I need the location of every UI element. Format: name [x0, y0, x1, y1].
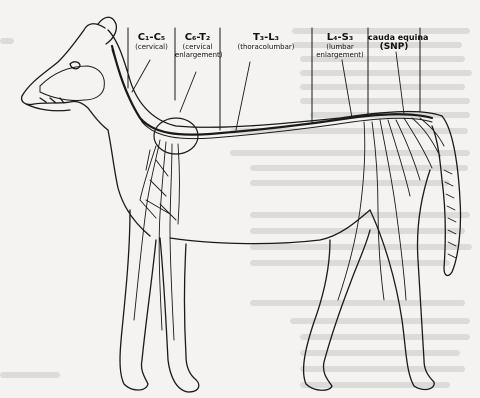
region-title: C₁-C₅ — [128, 32, 175, 43]
region-title: T₃-L₃ — [220, 32, 312, 43]
dog-belly-outline — [170, 210, 370, 244]
region-label-cauda-equina: cauda equina (SNP) — [368, 32, 420, 51]
brachial-plexus-nerves — [134, 140, 180, 340]
region-label-cervical: C₁-C₅ (cervical) — [128, 32, 175, 51]
region-label-cervical-enlargement: C₆-T₂ (cervical enlargement) — [175, 32, 220, 59]
dog-hind-leg-right — [370, 170, 434, 389]
dog-head-outline — [22, 24, 108, 130]
region-label-lumbar-enlargement: L₄-S₃ (lumbar enlargement) — [312, 32, 368, 59]
region-title: L₄-S₃ — [312, 32, 368, 43]
region-label-thoracolumbar: T₃-L₃ (thoracolumbar) — [220, 32, 312, 51]
dog-skull — [40, 66, 104, 101]
region-subtitle: (lumbar enlargement) — [312, 43, 368, 59]
dog-tail — [432, 116, 461, 275]
region-subtitle: (SNP) — [368, 43, 420, 51]
dog-front-leg-right — [160, 238, 199, 392]
region-subtitle: (cervical) — [128, 43, 175, 51]
region-title: C₆-T₂ — [175, 32, 220, 43]
region-subtitle: (cervical enlargement) — [175, 43, 220, 59]
dog-hind-leg-left — [304, 230, 370, 390]
spinal-cord — [112, 46, 432, 135]
cauda-equina-nerves — [444, 170, 456, 258]
dog-ear — [98, 17, 116, 44]
dog-front-leg-left — [120, 210, 156, 390]
region-subtitle: (thoracolumbar) — [220, 43, 312, 51]
dog-jaw — [26, 104, 70, 111]
brachial-plexus-circle — [154, 118, 198, 154]
dog-chest-outline — [108, 130, 150, 236]
